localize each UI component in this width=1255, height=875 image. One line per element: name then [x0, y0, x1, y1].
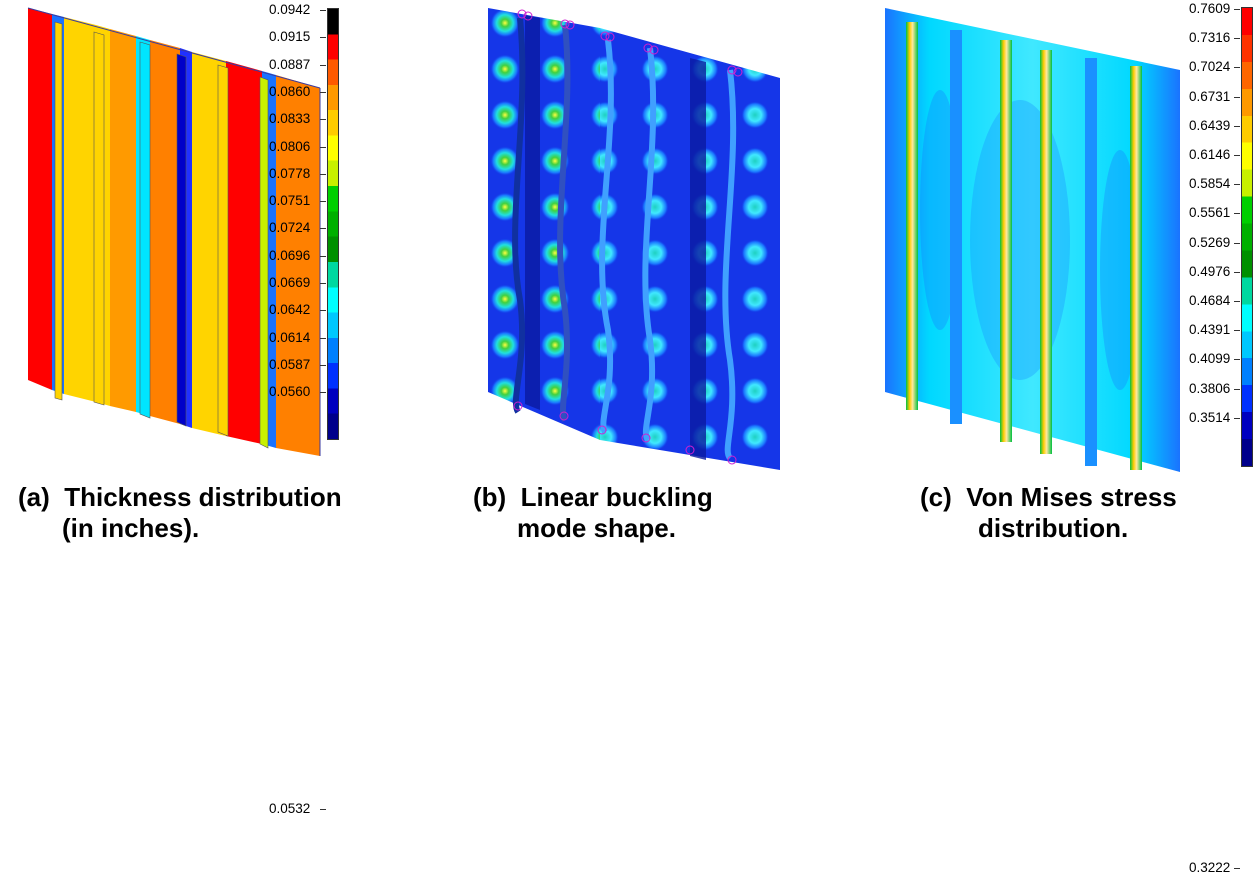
colorbar-tick — [320, 228, 326, 230]
colorbar-label: 0.6439 — [1189, 117, 1231, 133]
colorbar-tick — [1234, 330, 1240, 332]
colorbar-label: 0.4099 — [1189, 351, 1231, 367]
caption-b: (b) Linear buckling mode shape. — [473, 482, 713, 544]
colorbar-label: 0.0833 — [269, 111, 311, 127]
colorbar-label: 0.0642 — [269, 302, 311, 318]
colorbar-tick — [1234, 125, 1240, 127]
colorbar-label: 0.5269 — [1189, 234, 1231, 250]
colorbar-label: 0.0560 — [269, 384, 311, 400]
caption-a-letter: (a) — [18, 482, 50, 512]
colorbar-label: 0.6731 — [1189, 88, 1231, 104]
colorbar-label: 0.0942 — [269, 2, 311, 17]
panel-a-colorbar-gradient — [327, 8, 339, 440]
colorbar-label: 0.5854 — [1189, 176, 1231, 192]
colorbar-tick — [320, 337, 326, 339]
colorbar-label: 0.0724 — [269, 220, 311, 236]
colorbar-label: 0.4391 — [1189, 322, 1231, 338]
colorbar-label: 0.0614 — [269, 329, 311, 345]
colorbar-label: 0.0696 — [269, 247, 311, 263]
colorbar-label: 0.5561 — [1189, 205, 1231, 221]
colorbar-tick — [320, 91, 326, 93]
colorbar-label: 0.0778 — [269, 165, 311, 181]
colorbar-tick — [320, 809, 326, 811]
colorbar-label: 0.0669 — [269, 275, 311, 290]
colorbar-tick — [320, 10, 326, 11]
colorbar-tick — [320, 255, 326, 257]
colorbar-label: 0.7609 — [1189, 1, 1231, 16]
panel-b-buckling-plot — [488, 8, 780, 470]
colorbar-tick — [1234, 184, 1240, 186]
caption-a: (a) Thickness distribution (in inches). — [18, 482, 342, 544]
colorbar-label: 0.3222 — [1189, 859, 1231, 875]
colorbar-tick — [1234, 301, 1240, 302]
caption-b-line2: mode shape. — [517, 513, 676, 543]
panel-c-colorbar-gradient — [1241, 7, 1253, 467]
colorbar-tick — [1234, 867, 1240, 869]
colorbar-tick — [1234, 9, 1240, 10]
colorbar-tick — [320, 119, 326, 121]
colorbar-tick — [320, 146, 326, 148]
caption-a-line1: Thickness distribution — [64, 482, 342, 512]
colorbar-label: 0.3514 — [1189, 409, 1231, 425]
colorbar-tick — [1234, 388, 1240, 390]
colorbar-tick — [1234, 67, 1240, 69]
colorbar-label: 0.0860 — [269, 83, 311, 99]
colorbar-tick — [1234, 417, 1240, 419]
colorbar-tick — [320, 310, 326, 312]
panel-a-thickness-plot — [27, 7, 321, 456]
colorbar-label: 0.6146 — [1189, 147, 1231, 162]
colorbar-tick — [320, 364, 326, 366]
colorbar-tick — [1234, 96, 1240, 98]
colorbar-tick — [1234, 213, 1240, 215]
colorbar-label: 0.0887 — [269, 56, 311, 72]
colorbar-tick — [320, 201, 326, 203]
caption-c-line1: Von Mises stress — [966, 482, 1177, 512]
colorbar-label: 0.0751 — [269, 193, 311, 209]
colorbar-tick — [1234, 271, 1240, 273]
colorbar-label: 0.3806 — [1189, 380, 1231, 396]
colorbar-label: 0.7316 — [1189, 30, 1231, 46]
colorbar-tick — [1234, 155, 1240, 156]
caption-a-line2: (in inches). — [62, 513, 200, 543]
caption-b-line1: Linear buckling — [520, 482, 713, 512]
caption-c-line2: distribution. — [978, 513, 1129, 543]
colorbar-tick — [320, 283, 326, 284]
colorbar-label: 0.4976 — [1189, 263, 1231, 279]
colorbar-label: 0.0532 — [269, 801, 311, 817]
colorbar-tick — [1234, 38, 1240, 40]
colorbar-label: 0.0806 — [269, 138, 311, 154]
colorbar-tick — [1234, 359, 1240, 361]
colorbar-tick — [1234, 242, 1240, 244]
colorbar-tick — [320, 173, 326, 175]
colorbar-label: 0.7024 — [1189, 59, 1231, 75]
colorbar-tick — [320, 64, 326, 66]
colorbar-tick — [320, 37, 326, 39]
colorbar-label: 0.4684 — [1189, 293, 1231, 308]
colorbar-label: 0.0915 — [269, 29, 311, 45]
caption-b-letter: (b) — [473, 482, 507, 512]
panel-c-stress-plot — [885, 8, 1180, 472]
caption-c-letter: (c) — [920, 482, 952, 512]
colorbar-tick — [320, 392, 326, 394]
caption-c: (c) Von Mises stress distribution. — [920, 482, 1177, 544]
colorbar-label: 0.0587 — [269, 356, 311, 372]
